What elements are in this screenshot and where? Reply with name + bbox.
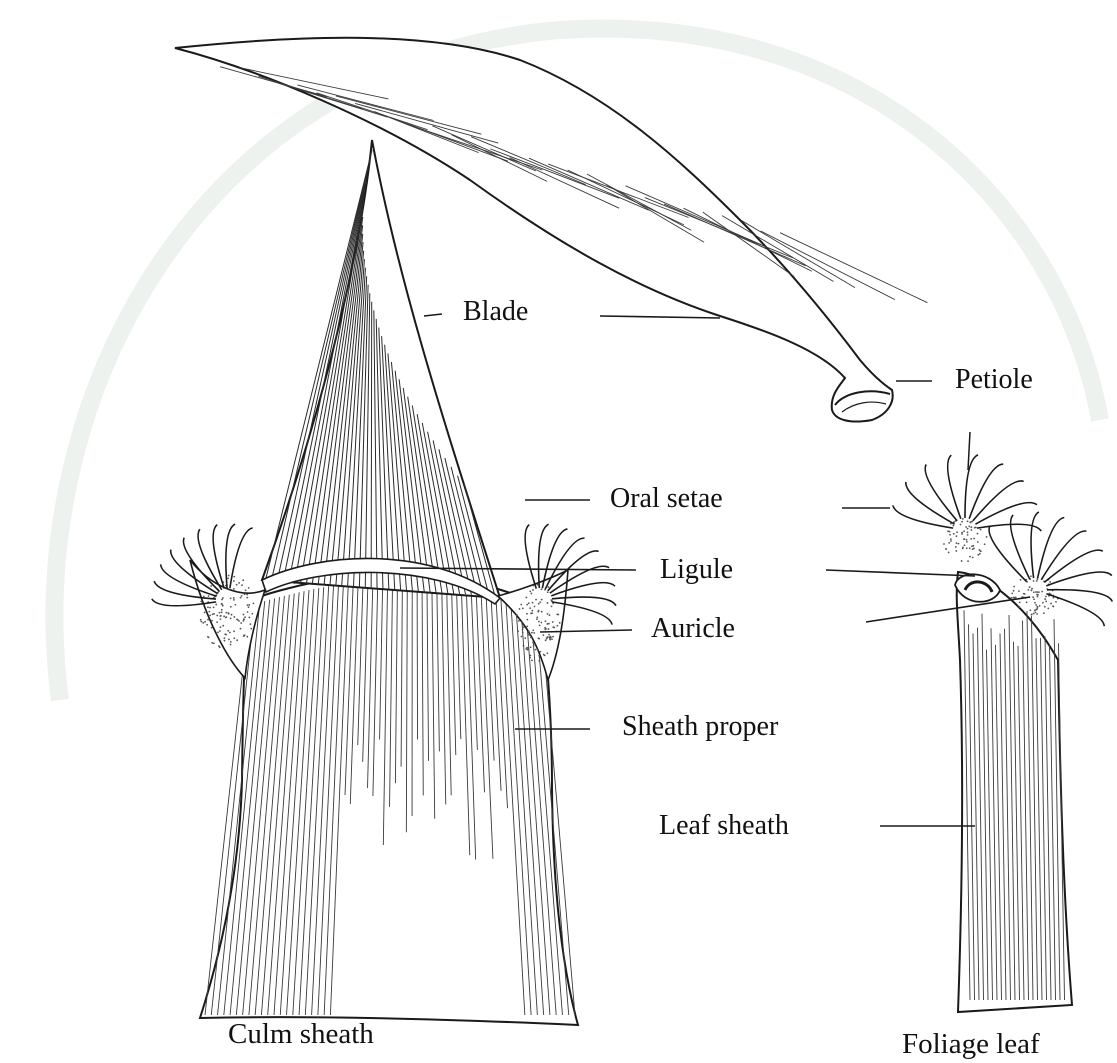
label-auricle: Auricle xyxy=(651,615,735,643)
caption-foliage-leaf: Foliage leaf xyxy=(902,1030,1040,1059)
blade-leaf-leader xyxy=(600,316,720,318)
label-blade: Blade xyxy=(463,298,528,326)
label-petiole: Petiole xyxy=(955,366,1033,394)
culm-sheath-drawing xyxy=(152,140,616,1025)
caption-culm-sheath: Culm sheath xyxy=(228,1020,374,1049)
label-oral-setae: Oral setae xyxy=(610,485,723,513)
foliage-leaf-drawing xyxy=(893,432,1112,1012)
label-ligule: Ligule xyxy=(660,556,733,584)
foliage-leaf-blade xyxy=(175,38,927,422)
label-leaf-sheath: Leaf sheath xyxy=(659,812,789,840)
blade-leader xyxy=(424,314,442,316)
ligule-leader-foliage xyxy=(826,570,975,576)
label-sheath-proper: Sheath proper xyxy=(622,713,778,741)
